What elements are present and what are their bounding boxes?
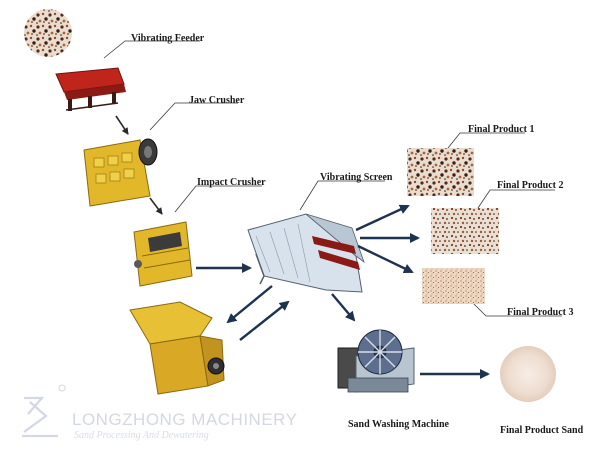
leader-line-screen — [299, 180, 385, 211]
label-impact-crusher: Impact Crusher — [197, 177, 266, 188]
sand-washing-machine — [337, 329, 415, 393]
leader-line-product3 — [469, 299, 562, 317]
final-product-1-sample — [407, 148, 474, 196]
label-sand-washing-machine: Sand Washing Machine — [348, 419, 449, 430]
label-final-product-1: Final Product 1 — [468, 124, 535, 135]
arrow-screen-to-fine-crusher — [226, 285, 273, 324]
label-final-product-2: Final Product 2 — [497, 180, 564, 191]
longzhong-logo-icon — [22, 384, 66, 438]
vibrating-screen-machine — [247, 213, 365, 293]
label-final-product-sand: Final Product Sand — [500, 425, 584, 436]
final-product-sand-sample — [500, 346, 556, 402]
label-jaw-crusher: Jaw Crusher — [189, 95, 245, 106]
vibrating-feeder-machine — [55, 67, 126, 111]
flow-arrows — [115, 115, 490, 379]
raw-material-gravel — [24, 9, 72, 57]
label-vibrating-screen: Vibrating Screen — [320, 172, 393, 183]
arrow-fine-crusher-to-screen — [239, 300, 290, 341]
fine-crusher-machine — [129, 301, 225, 395]
arrow-screen-to-product3 — [357, 244, 414, 274]
jaw-crusher-machine — [83, 138, 158, 207]
final-product-2-sample — [431, 208, 499, 254]
arrow-jaw-to-impact — [149, 197, 163, 215]
label-vibrating-feeder: Vibrating Feeder — [131, 33, 205, 44]
leader-line-product2 — [477, 189, 555, 209]
arrow-screen-to-sand-washer — [331, 293, 356, 322]
impact-crusher-machine — [133, 221, 193, 287]
final-product-3-sample — [422, 268, 485, 304]
watermark-tagline: Sand Processing And Dewatering — [74, 430, 209, 441]
leader-lines — [103, 40, 562, 317]
leader-line-feeder — [103, 40, 200, 59]
leader-line-product1 — [447, 132, 525, 149]
leader-line-jaw — [149, 102, 238, 131]
leader-line-impact — [174, 185, 262, 213]
watermark-company-name: LONGZHONG MACHINERY — [72, 410, 298, 429]
arrow-screen-to-product1 — [355, 204, 410, 232]
arrow-feeder-to-jaw — [115, 115, 129, 135]
label-final-product-3: Final Product 3 — [507, 307, 574, 318]
